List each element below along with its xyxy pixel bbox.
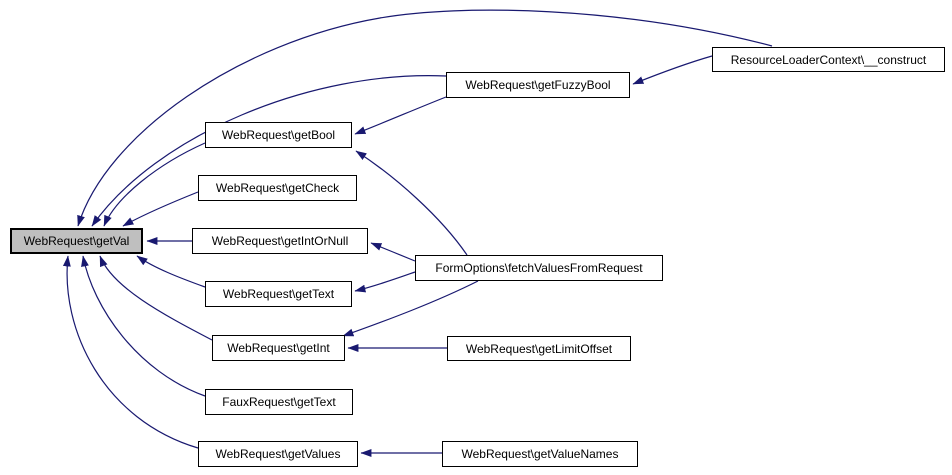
- edge-rlc-construct-to-get-fuzzy-bool: [632, 55, 713, 85]
- edge-fetch-values-to-get-int: [342, 280, 479, 337]
- edge-get-values-to-get-val: [62, 255, 199, 449]
- node-formoptions-fetchvaluesfromrequest[interactable]: FormOptions\fetchValuesFromRequest: [415, 255, 663, 281]
- node-resourceloadercontext-construct[interactable]: ResourceLoaderContext\__construct: [712, 47, 945, 72]
- node-webrequest-getfuzzybool[interactable]: WebRequest\getFuzzyBool: [446, 72, 630, 98]
- edge-get-int-to-get-val: [99, 255, 213, 341]
- edge-fetch-values-to-get-text: [354, 271, 416, 293]
- node-webrequest-getcheck[interactable]: WebRequest\getCheck: [198, 175, 357, 201]
- node-webrequest-getintornull[interactable]: WebRequest\getIntOrNull: [192, 228, 368, 254]
- node-webrequest-getvaluenames[interactable]: WebRequest\getValueNames: [442, 441, 638, 467]
- edge-fetch-values-to-get-bool: [355, 150, 468, 256]
- node-webrequest-getlimitoffset[interactable]: WebRequest\getLimitOffset: [447, 336, 631, 361]
- edge-rlc-construct-to-get-val: [77, 9, 773, 227]
- edge-get-fuzzy-bool-to-get-val: [91, 75, 447, 227]
- edge-fetch-values-to-get-int-or-null: [370, 242, 416, 262]
- edge-get-fuzzy-bool-to-get-bool: [354, 96, 447, 135]
- node-webrequest-getval[interactable]: WebRequest\getVal: [10, 228, 143, 254]
- node-webrequest-getvalues[interactable]: WebRequest\getValues: [198, 441, 358, 467]
- edge-get-check-to-get-val: [122, 191, 199, 227]
- edge-get-text-to-get-val: [136, 255, 206, 288]
- node-webrequest-getint[interactable]: WebRequest\getInt: [212, 335, 345, 361]
- edge-get-bool-to-get-val: [103, 142, 206, 227]
- node-fauxrequest-gettext[interactable]: FauxRequest\getText: [205, 389, 353, 415]
- node-webrequest-gettext[interactable]: WebRequest\getText: [205, 281, 352, 307]
- edge-faux-get-text-to-get-val: [81, 255, 206, 397]
- node-webrequest-getbool[interactable]: WebRequest\getBool: [205, 122, 352, 148]
